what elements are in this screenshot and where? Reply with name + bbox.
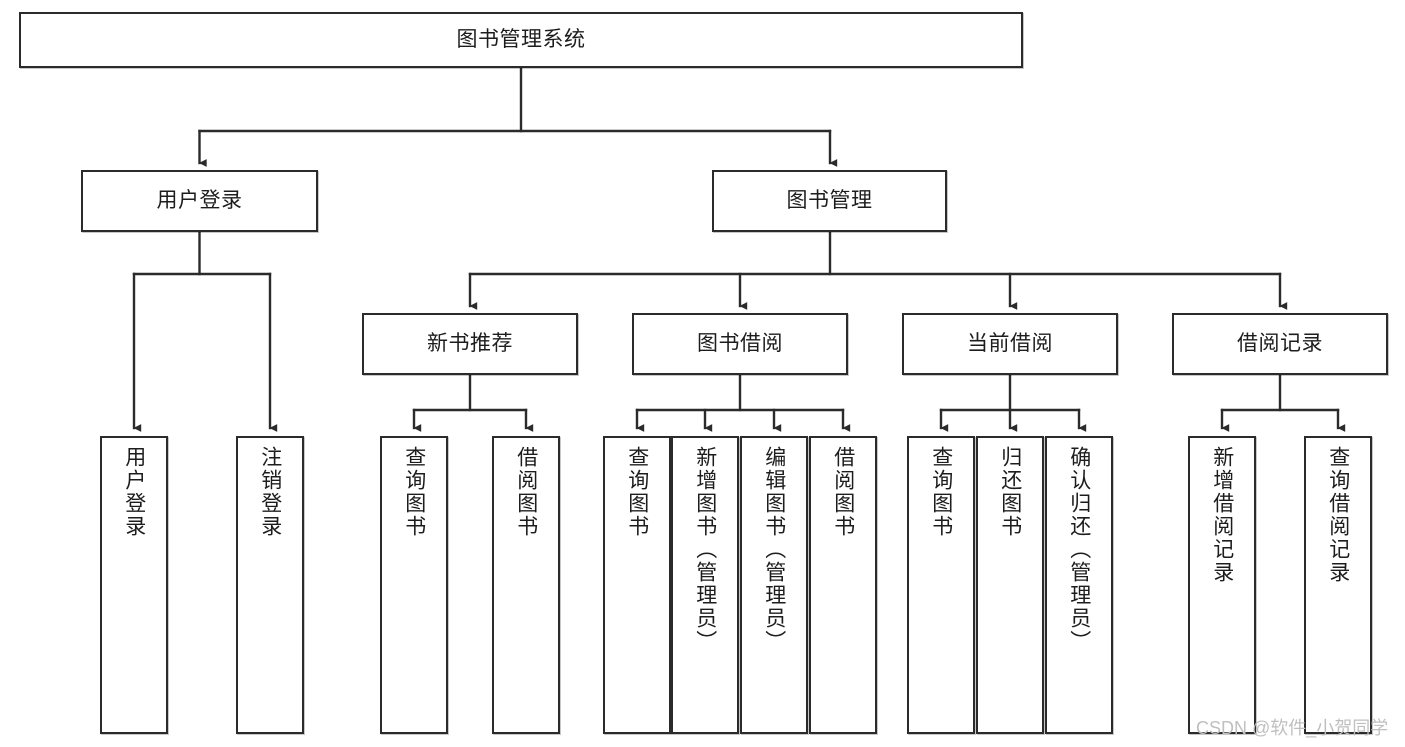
node-leaf-query-book-current[interactable]: 查询图书	[907, 436, 975, 734]
node-label: 用户登录	[156, 188, 243, 212]
node-leaf-query-book-new[interactable]: 查询图书	[380, 436, 448, 734]
node-book-borrow[interactable]: 图书借阅	[632, 313, 848, 375]
node-label: 借阅记录	[1237, 331, 1323, 355]
node-label: 编辑图书（管理员）	[762, 446, 786, 653]
node-book-management[interactable]: 图书管理	[712, 170, 947, 232]
node-leaf-borrow-book-new[interactable]: 借阅图书	[492, 436, 560, 734]
node-label: 新增图书（管理员）	[693, 446, 717, 653]
node-label: 归还图书	[998, 446, 1022, 538]
node-leaf-confirm-return-admin[interactable]: 确认归还（管理员）	[1045, 436, 1113, 734]
node-label: 借阅图书	[514, 446, 538, 538]
node-label: 查询借阅记录	[1326, 446, 1350, 584]
node-label: 借阅图书	[831, 446, 855, 538]
node-label: 新增借阅记录	[1210, 446, 1234, 584]
node-label: 图书借阅	[697, 331, 783, 355]
node-label: 用户登录	[122, 446, 146, 538]
node-leaf-user-login[interactable]: 用户登录	[100, 436, 168, 734]
node-leaf-borrow-book[interactable]: 借阅图书	[809, 436, 877, 734]
node-leaf-logout[interactable]: 注销登录	[236, 436, 304, 734]
node-leaf-edit-book-admin[interactable]: 编辑图书（管理员）	[740, 436, 808, 734]
node-leaf-add-borrow-record[interactable]: 新增借阅记录	[1188, 436, 1256, 734]
node-leaf-query-borrow-record[interactable]: 查询借阅记录	[1304, 436, 1372, 734]
node-label: 图书管理系统	[456, 27, 586, 51]
node-label: 图书管理	[786, 188, 873, 212]
node-label: 查询图书	[625, 446, 649, 538]
node-user-login[interactable]: 用户登录	[81, 170, 318, 232]
node-leaf-return-book[interactable]: 归还图书	[976, 436, 1044, 734]
node-label: 注销登录	[258, 446, 282, 538]
node-label: 查询图书	[402, 446, 426, 538]
node-borrow-record[interactable]: 借阅记录	[1172, 313, 1388, 375]
node-current-borrow[interactable]: 当前借阅	[902, 313, 1118, 375]
node-root-book-management-system[interactable]: 图书管理系统	[19, 12, 1023, 68]
node-label: 当前借阅	[967, 331, 1053, 355]
node-leaf-add-book-admin[interactable]: 新增图书（管理员）	[671, 436, 739, 734]
node-label: 查询图书	[929, 446, 953, 538]
node-label: 确认归还（管理员）	[1067, 446, 1091, 653]
node-new-book-recommend[interactable]: 新书推荐	[362, 313, 578, 375]
node-label: 新书推荐	[427, 331, 513, 355]
node-leaf-query-book-borrow[interactable]: 查询图书	[603, 436, 671, 734]
